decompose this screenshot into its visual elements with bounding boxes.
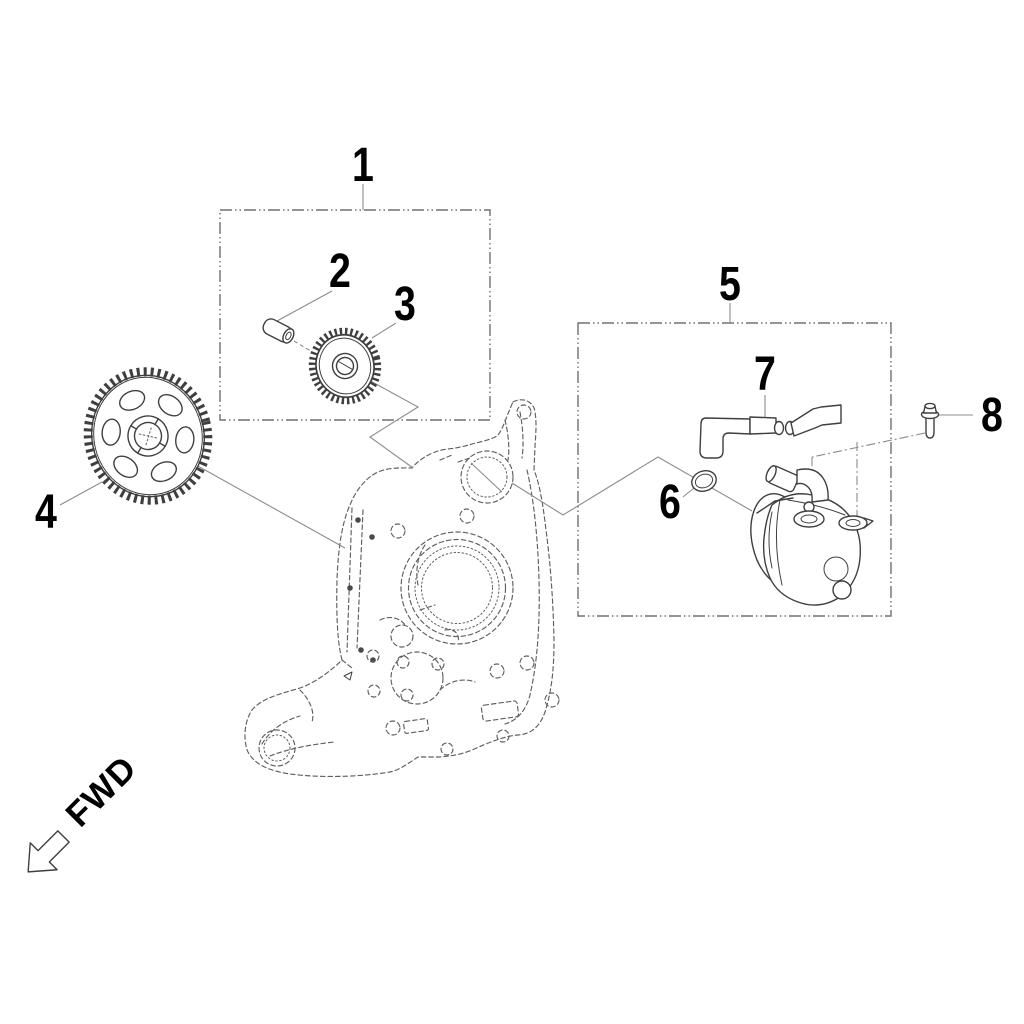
air-pump bbox=[750, 465, 874, 606]
o-ring-6 bbox=[691, 469, 717, 493]
driven-gear-4 bbox=[83, 367, 213, 505]
callout-label-4: 4 bbox=[35, 485, 57, 539]
pump-inlet-stub bbox=[765, 465, 799, 493]
gear3-zigzag-leader bbox=[353, 371, 420, 469]
callout-label-8: 8 bbox=[981, 388, 1003, 442]
fwd-arrow-icon bbox=[27, 830, 70, 873]
gear4-lightening-holes bbox=[101, 389, 195, 483]
callout-4-leader bbox=[59, 481, 103, 506]
callout-label-1: 1 bbox=[352, 138, 374, 192]
oring-leader bbox=[511, 456, 753, 516]
bolt-leader bbox=[811, 432, 926, 458]
callout-label-5: 5 bbox=[719, 257, 741, 311]
callout-label-7: 7 bbox=[754, 347, 776, 401]
case-port bbox=[460, 450, 514, 504]
assembly-box-1 bbox=[219, 209, 491, 421]
idler-gear-3 bbox=[308, 327, 382, 405]
callout-label-6: 6 bbox=[659, 475, 681, 529]
crankcase-reference bbox=[244, 399, 560, 778]
fwd-arrow: FWD bbox=[27, 748, 144, 873]
callout-3-leader bbox=[371, 322, 397, 339]
fwd-label: FWD bbox=[58, 748, 144, 834]
assembly-box-5 bbox=[577, 322, 892, 617]
bolt-8 bbox=[920, 402, 940, 439]
hose-7 bbox=[699, 404, 842, 459]
callout-label-3: 3 bbox=[394, 277, 416, 331]
callout-2-leader bbox=[276, 290, 333, 322]
callout-6-leader bbox=[682, 487, 695, 498]
callout-label-2: 2 bbox=[329, 244, 351, 298]
pin-part-2 bbox=[262, 318, 295, 344]
callout-labels: 1 2 3 4 5 6 7 8 bbox=[35, 138, 1003, 539]
leader-lines bbox=[59, 184, 973, 549]
